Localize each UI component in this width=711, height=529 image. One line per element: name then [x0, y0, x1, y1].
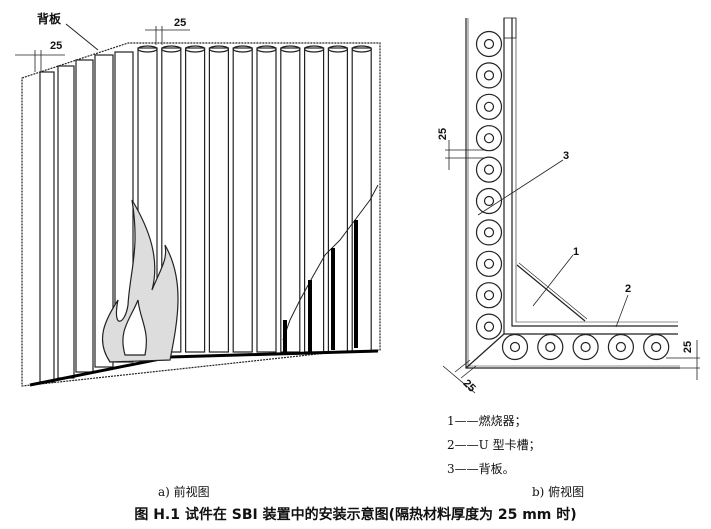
- tube-hole: [483, 258, 495, 269]
- tube: [208, 47, 229, 353]
- front-view-drawing: [15, 23, 381, 387]
- tube-ring: [572, 333, 599, 361]
- dimension-left: [15, 50, 65, 72]
- front-dim-left: 25: [50, 40, 63, 52]
- tube-top: [208, 45, 229, 53]
- dimension-top: [145, 26, 190, 45]
- tube-top: [327, 45, 348, 53]
- tube-hole: [509, 341, 521, 353]
- tube-hole: [651, 341, 662, 353]
- tube-hole: [483, 164, 495, 175]
- tube-ring: [475, 187, 503, 215]
- tube-hole: [580, 341, 591, 353]
- callout-2-leader: [615, 294, 629, 328]
- tube-ring: [475, 282, 503, 309]
- callout-3: 3: [563, 150, 570, 162]
- back-board-label: 背板: [37, 12, 62, 26]
- tube-hole: [483, 101, 495, 112]
- tube-hole: [483, 195, 495, 207]
- tube-hole: [483, 70, 495, 81]
- tube-ring: [475, 313, 503, 340]
- tube-top: [304, 45, 325, 53]
- tube-hole: [483, 133, 495, 144]
- dimension-corner: [442, 359, 477, 394]
- dimension-vertical: [445, 140, 485, 170]
- vertical-tube-circles: [475, 30, 503, 340]
- caption-top-view: b) 俯视图: [532, 485, 585, 499]
- callout-1-leader: [532, 254, 574, 307]
- callout-2: 2: [625, 283, 632, 295]
- tube-ring: [475, 219, 503, 246]
- tube-top: [232, 45, 253, 53]
- back-board: [503, 18, 678, 335]
- tube-top: [185, 45, 206, 53]
- tube-top: [280, 45, 301, 53]
- tube-ring: [475, 93, 503, 120]
- tube: [232, 47, 253, 353]
- tube: [304, 47, 325, 353]
- tube: [185, 47, 206, 353]
- burned-tube-marks: [283, 220, 358, 355]
- top-dim-right: 25: [682, 340, 695, 354]
- tube-ring: [643, 333, 670, 361]
- callout-1: 1: [573, 246, 580, 258]
- tube: [256, 47, 277, 353]
- flame-icon: [101, 199, 179, 363]
- legend-item-1: 1——燃烧器；: [447, 414, 527, 428]
- tube-hole: [615, 341, 627, 353]
- tube-ring: [537, 333, 564, 361]
- tube-ring: [475, 30, 503, 58]
- tube-hole: [483, 290, 495, 301]
- legend-item-2: 2——U 型卡槽；: [447, 438, 541, 452]
- tube-hole: [483, 227, 495, 238]
- tube-ring: [501, 333, 529, 361]
- tube-ring: [475, 125, 503, 152]
- tube-top: [161, 45, 182, 53]
- tube-hole: [483, 321, 495, 332]
- horizontal-tube-circles: [501, 333, 670, 361]
- back-panel-outline: [21, 42, 381, 387]
- legend-item-3: 3——背板。: [447, 462, 515, 476]
- tube-ring: [475, 156, 503, 183]
- tube-hole: [483, 38, 495, 50]
- callout-3-leader: [477, 159, 564, 216]
- left-tubes: [39, 51, 134, 383]
- tube-top: [351, 45, 372, 53]
- burned-edge: [282, 184, 379, 341]
- tube-top: [137, 45, 158, 53]
- tube-hole: [545, 341, 556, 353]
- dimension-right: [666, 340, 700, 380]
- tube: [280, 47, 301, 353]
- tube-ring: [607, 333, 635, 361]
- top-dim-vertical: 25: [437, 127, 450, 141]
- tube-ring: [475, 62, 503, 89]
- tube-ring: [475, 250, 503, 277]
- top-view-drawing: [442, 17, 700, 394]
- tube-top: [256, 45, 277, 53]
- caption-front-view: a) 前视图: [158, 485, 210, 499]
- figure-title: 图 H.1 试件在 SBI 装置中的安装示意图(隔热材料厚度为 25 mm 时): [134, 507, 577, 523]
- front-dim-top: 25: [174, 17, 187, 29]
- back-board-leader: [65, 23, 99, 51]
